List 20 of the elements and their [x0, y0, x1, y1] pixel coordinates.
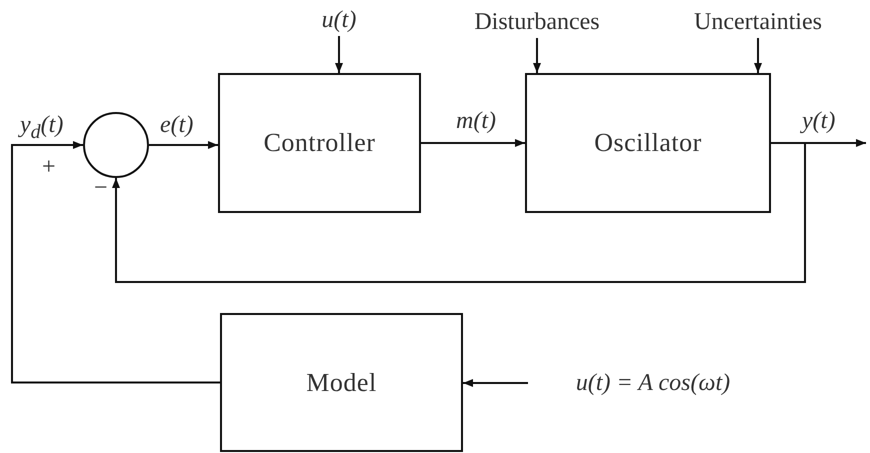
block-box: Controller	[218, 73, 421, 213]
input-signal-label: u(t) = A cos(ωt)	[528, 366, 778, 400]
signal-label: e(t)	[158, 112, 196, 138]
signal-arrow	[11, 141, 220, 384]
signal-arrow	[421, 139, 525, 147]
signal-arrow	[335, 36, 343, 73]
block-box: Oscillator	[525, 73, 771, 213]
signal-arrow	[533, 38, 541, 73]
input-label: Uncertainties	[660, 6, 856, 38]
block-box: Model	[220, 313, 463, 452]
input-signal-label: u(t)	[314, 4, 364, 36]
signal-label: y(t)	[800, 108, 838, 134]
sign-label: −	[94, 176, 108, 200]
signal-arrow	[754, 38, 762, 73]
signal-arrow	[149, 141, 218, 149]
signal-label: m(t)	[454, 108, 498, 134]
input-label: Disturbances	[452, 6, 622, 38]
signal-arrow	[463, 379, 528, 387]
sign-label: +	[42, 155, 56, 179]
signal-arrow	[112, 142, 806, 283]
